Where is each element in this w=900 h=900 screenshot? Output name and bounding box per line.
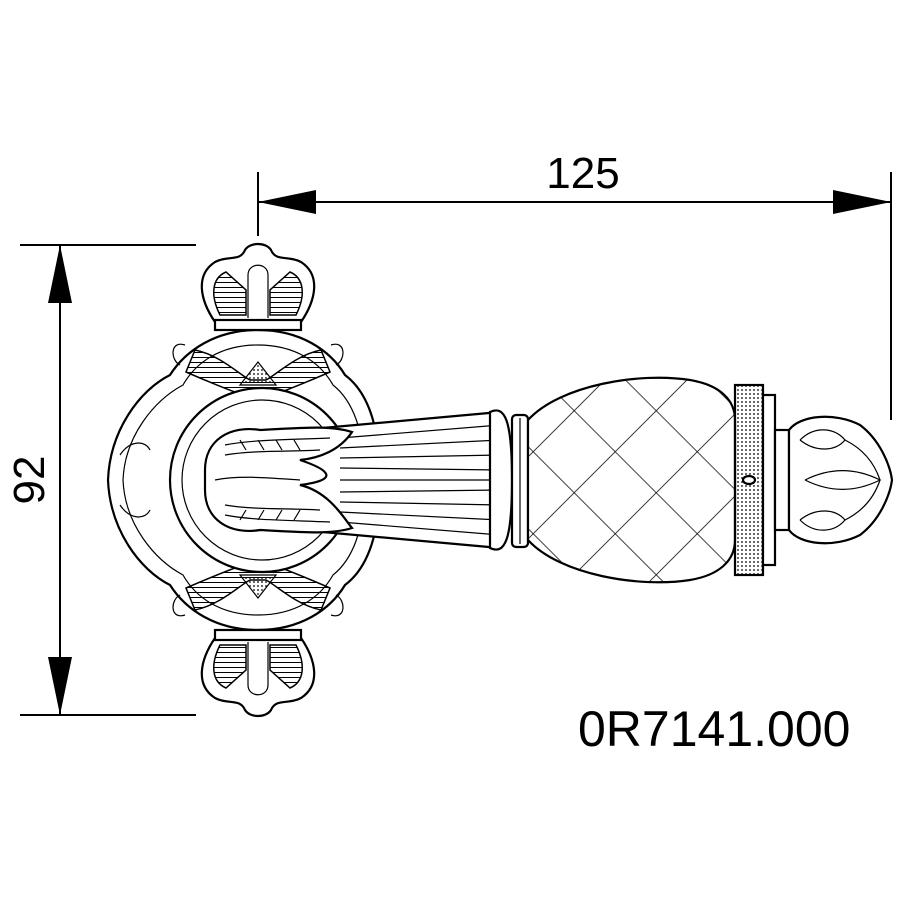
lever <box>203 376 894 584</box>
width-dimension: 125 <box>257 149 892 420</box>
height-dimension: 92 <box>5 244 196 716</box>
width-label: 125 <box>546 149 619 198</box>
part-number: 0R7141.000 <box>578 701 851 757</box>
height-label: 92 <box>5 456 54 505</box>
